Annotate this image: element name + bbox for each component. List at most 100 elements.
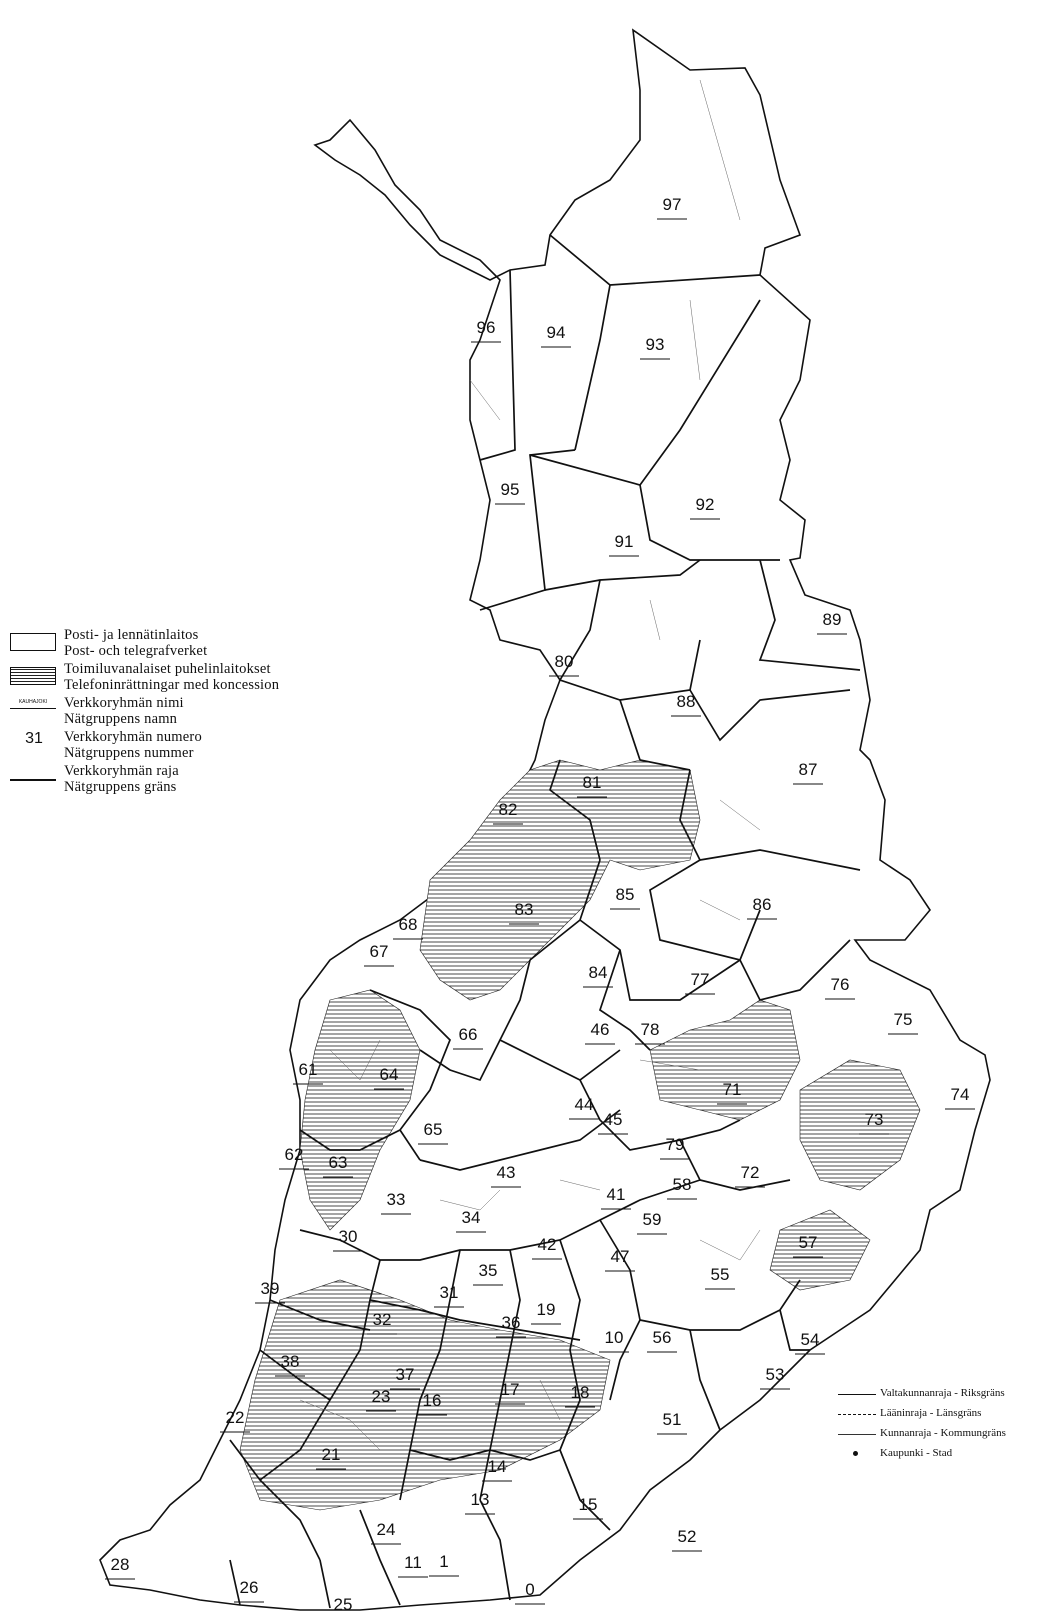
municipal-borders bbox=[299, 79, 761, 1451]
region-number-58: 58 bbox=[673, 1175, 692, 1194]
key-row-city: Kaupunki - Stad bbox=[830, 1445, 1050, 1465]
region-number-14: 14 bbox=[488, 1457, 507, 1476]
region-number-10: 10 bbox=[605, 1328, 624, 1347]
region-number-82: 82 bbox=[499, 800, 518, 819]
region-number-34: 34 bbox=[462, 1208, 481, 1227]
hatched-area-southeast bbox=[769, 1209, 871, 1291]
network-group-borders bbox=[229, 234, 861, 1609]
legend-row-group-border: Verkkoryhmän raja Nätgruppens gräns bbox=[8, 763, 368, 797]
region-number-81: 81 bbox=[583, 773, 602, 792]
region-number-67: 67 bbox=[370, 942, 389, 961]
region-number-36: 36 bbox=[502, 1313, 521, 1332]
legend-label-fi: Verkkoryhmän nimi bbox=[64, 695, 184, 711]
region-number-87: 87 bbox=[799, 760, 818, 779]
legend-text: Toimiluvanalaiset puhelinlaitokset Telef… bbox=[64, 661, 279, 693]
region-number-72: 72 bbox=[741, 1163, 760, 1182]
legend-label-sv: Post- och telegrafverket bbox=[64, 643, 208, 659]
region-number-55: 55 bbox=[711, 1265, 730, 1284]
region-number-11: 11 bbox=[404, 1553, 422, 1572]
region-number-77: 77 bbox=[691, 970, 710, 989]
region-number-47: 47 bbox=[611, 1247, 630, 1266]
region-number-64: 64 bbox=[380, 1065, 399, 1084]
region-number-43: 43 bbox=[497, 1163, 516, 1182]
region-number-28: 28 bbox=[111, 1555, 130, 1574]
region-number-74: 74 bbox=[951, 1085, 970, 1104]
region-number-94: 94 bbox=[547, 323, 566, 342]
legend-label-fi: Verkkoryhmän raja bbox=[64, 763, 179, 779]
hatched-area-east bbox=[799, 1059, 921, 1191]
region-number-62: 62 bbox=[285, 1145, 304, 1164]
region-number-88: 88 bbox=[677, 692, 696, 711]
region-number-37: 37 bbox=[396, 1365, 415, 1384]
key-row-municipal-border: Kunnanraja - Kommungräns bbox=[830, 1425, 1050, 1445]
region-number-71: 71 bbox=[723, 1080, 742, 1099]
region-number-31: 31 bbox=[440, 1283, 459, 1302]
legend-row-posti: Posti- ja lennätinlaitos Post- och teleg… bbox=[8, 627, 368, 661]
region-number-23: 23 bbox=[372, 1387, 391, 1406]
region-number-56: 56 bbox=[653, 1328, 672, 1347]
region-number-66: 66 bbox=[459, 1025, 478, 1044]
region-number-78: 78 bbox=[641, 1020, 660, 1039]
region-number-42: 42 bbox=[538, 1235, 557, 1254]
region-number-24: 24 bbox=[377, 1520, 396, 1539]
region-number-76: 76 bbox=[831, 975, 850, 994]
legend-text: Verkkoryhmän nimi Nätgruppens namn bbox=[64, 695, 184, 727]
map-legend: Posti- ja lennätinlaitos Post- och teleg… bbox=[8, 627, 368, 797]
key-row-national-border: Valtakunnanraja - Riksgräns bbox=[830, 1385, 1050, 1405]
region-number-35: 35 bbox=[479, 1261, 498, 1280]
region-number-93: 93 bbox=[646, 335, 665, 354]
region-number-51: 51 bbox=[663, 1410, 682, 1429]
legend-symbol-border-line bbox=[10, 769, 56, 781]
legend-label-sv: Telefoninrättningar med koncession bbox=[64, 677, 280, 693]
region-number-25: 25 bbox=[334, 1595, 353, 1613]
region-number-22: 22 bbox=[226, 1408, 245, 1427]
region-number-26: 26 bbox=[240, 1578, 259, 1597]
region-number-17: 17 bbox=[501, 1380, 520, 1399]
key-label: Kaupunki - Stad bbox=[880, 1447, 953, 1459]
legend-text: Posti- ja lennätinlaitos Post- och teleg… bbox=[64, 627, 207, 659]
region-number-16: 16 bbox=[423, 1391, 442, 1410]
legend-label-fi: Toimiluvanalaiset puhelinlaitokset bbox=[64, 661, 271, 677]
region-number-61: 61 bbox=[299, 1060, 318, 1079]
region-number-45: 45 bbox=[604, 1110, 623, 1129]
region-number-30: 30 bbox=[339, 1227, 358, 1246]
region-number-21: 21 bbox=[322, 1445, 341, 1464]
region-number-32: 32 bbox=[373, 1310, 392, 1329]
region-number-75: 75 bbox=[894, 1010, 913, 1029]
region-number-46: 46 bbox=[591, 1020, 610, 1039]
region-number-84: 84 bbox=[589, 963, 608, 982]
region-number-18: 18 bbox=[571, 1383, 590, 1402]
region-number-80: 80 bbox=[555, 652, 574, 671]
boundary-key: Valtakunnanraja - Riksgräns Lääninraja -… bbox=[830, 1385, 1050, 1465]
region-number-95: 95 bbox=[501, 480, 520, 499]
region-number-65: 65 bbox=[424, 1120, 443, 1139]
legend-symbol-hatched-box bbox=[10, 667, 56, 685]
region-number-15: 15 bbox=[579, 1495, 598, 1514]
region-number-39: 39 bbox=[261, 1279, 280, 1298]
legend-label-fi: Verkkoryhmän numero bbox=[64, 729, 202, 745]
region-number-97: 97 bbox=[663, 195, 682, 214]
region-number-85: 85 bbox=[616, 885, 635, 904]
region-number-96: 96 bbox=[477, 318, 496, 337]
region-number-13: 13 bbox=[471, 1490, 490, 1509]
region-number-53: 53 bbox=[766, 1365, 785, 1384]
legend-label-sv: Nätgruppens gräns bbox=[64, 779, 177, 795]
region-number-86: 86 bbox=[753, 895, 772, 914]
legend-label-fi: Posti- ja lennätinlaitos bbox=[64, 627, 199, 643]
region-number-59: 59 bbox=[643, 1210, 662, 1229]
region-number-63: 63 bbox=[329, 1153, 348, 1172]
region-number-79: 79 bbox=[666, 1135, 685, 1154]
legend-symbol-number: 31 bbox=[25, 730, 43, 747]
key-line-thin bbox=[838, 1434, 876, 1435]
legend-symbol-plain-box bbox=[10, 633, 56, 651]
legend-row-group-name: KAUHAJOKI Verkkoryhmän nimi Nätgruppens … bbox=[8, 695, 368, 729]
region-number-89: 89 bbox=[823, 610, 842, 629]
legend-text: Verkkoryhmän raja Nätgruppens gräns bbox=[64, 763, 179, 795]
key-label: Kunnanraja - Kommungräns bbox=[880, 1427, 1006, 1439]
key-label: Lääninraja - Länsgräns bbox=[880, 1407, 982, 1419]
region-number-73: 73 bbox=[865, 1110, 884, 1129]
region-number-44: 44 bbox=[575, 1095, 594, 1114]
key-line-solid bbox=[838, 1394, 876, 1395]
